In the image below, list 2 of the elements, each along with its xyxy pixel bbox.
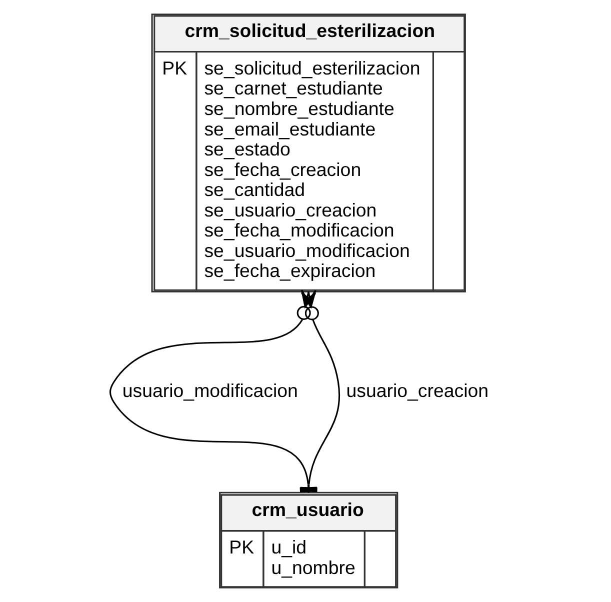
edge-label: usuario_creacion (346, 380, 488, 401)
edge-label: usuario_modificacion (122, 380, 298, 401)
